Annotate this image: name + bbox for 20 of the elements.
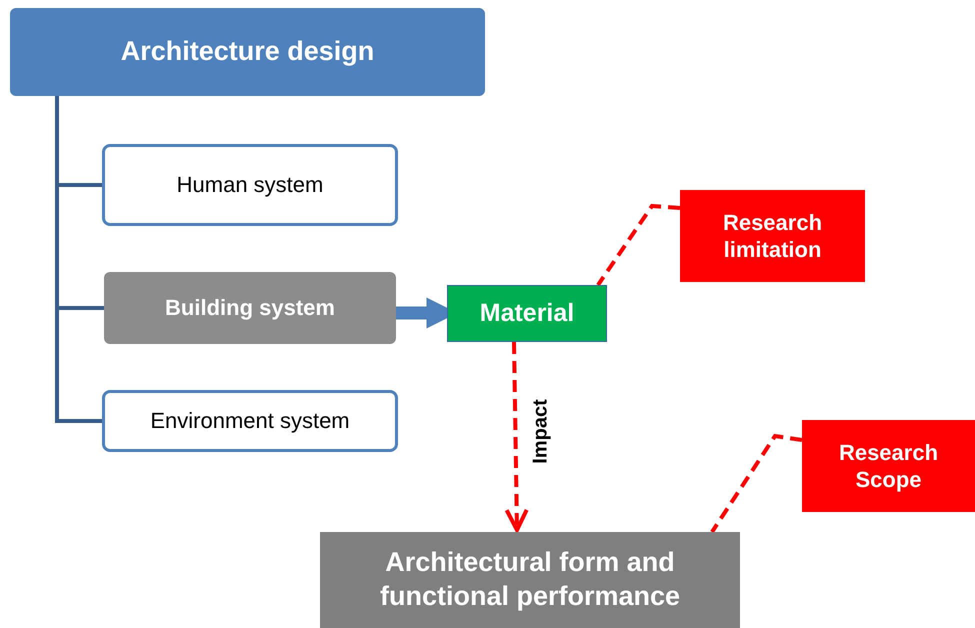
connector-line bbox=[55, 96, 102, 423]
arrow bbox=[504, 342, 529, 532]
node-label: Architecture design bbox=[120, 35, 376, 68]
node-label: Building system bbox=[164, 294, 336, 322]
node-label: Environment system bbox=[149, 407, 351, 435]
node-label: Human system bbox=[176, 171, 324, 199]
node-label: Research limitation bbox=[722, 208, 824, 264]
leader-line bbox=[596, 204, 680, 286]
material-box bbox=[447, 285, 607, 342]
node-label: Material bbox=[478, 298, 576, 329]
system-box bbox=[102, 390, 398, 452]
node-label: Research Scope bbox=[838, 438, 940, 494]
result-box bbox=[320, 532, 740, 628]
node-label: Architectural form and functional performance bbox=[378, 546, 682, 613]
title-box bbox=[10, 8, 485, 96]
callout-box bbox=[680, 190, 865, 282]
leader-line bbox=[710, 434, 802, 534]
callout-box bbox=[802, 420, 975, 512]
system-box bbox=[102, 144, 398, 226]
system-box bbox=[104, 272, 396, 344]
